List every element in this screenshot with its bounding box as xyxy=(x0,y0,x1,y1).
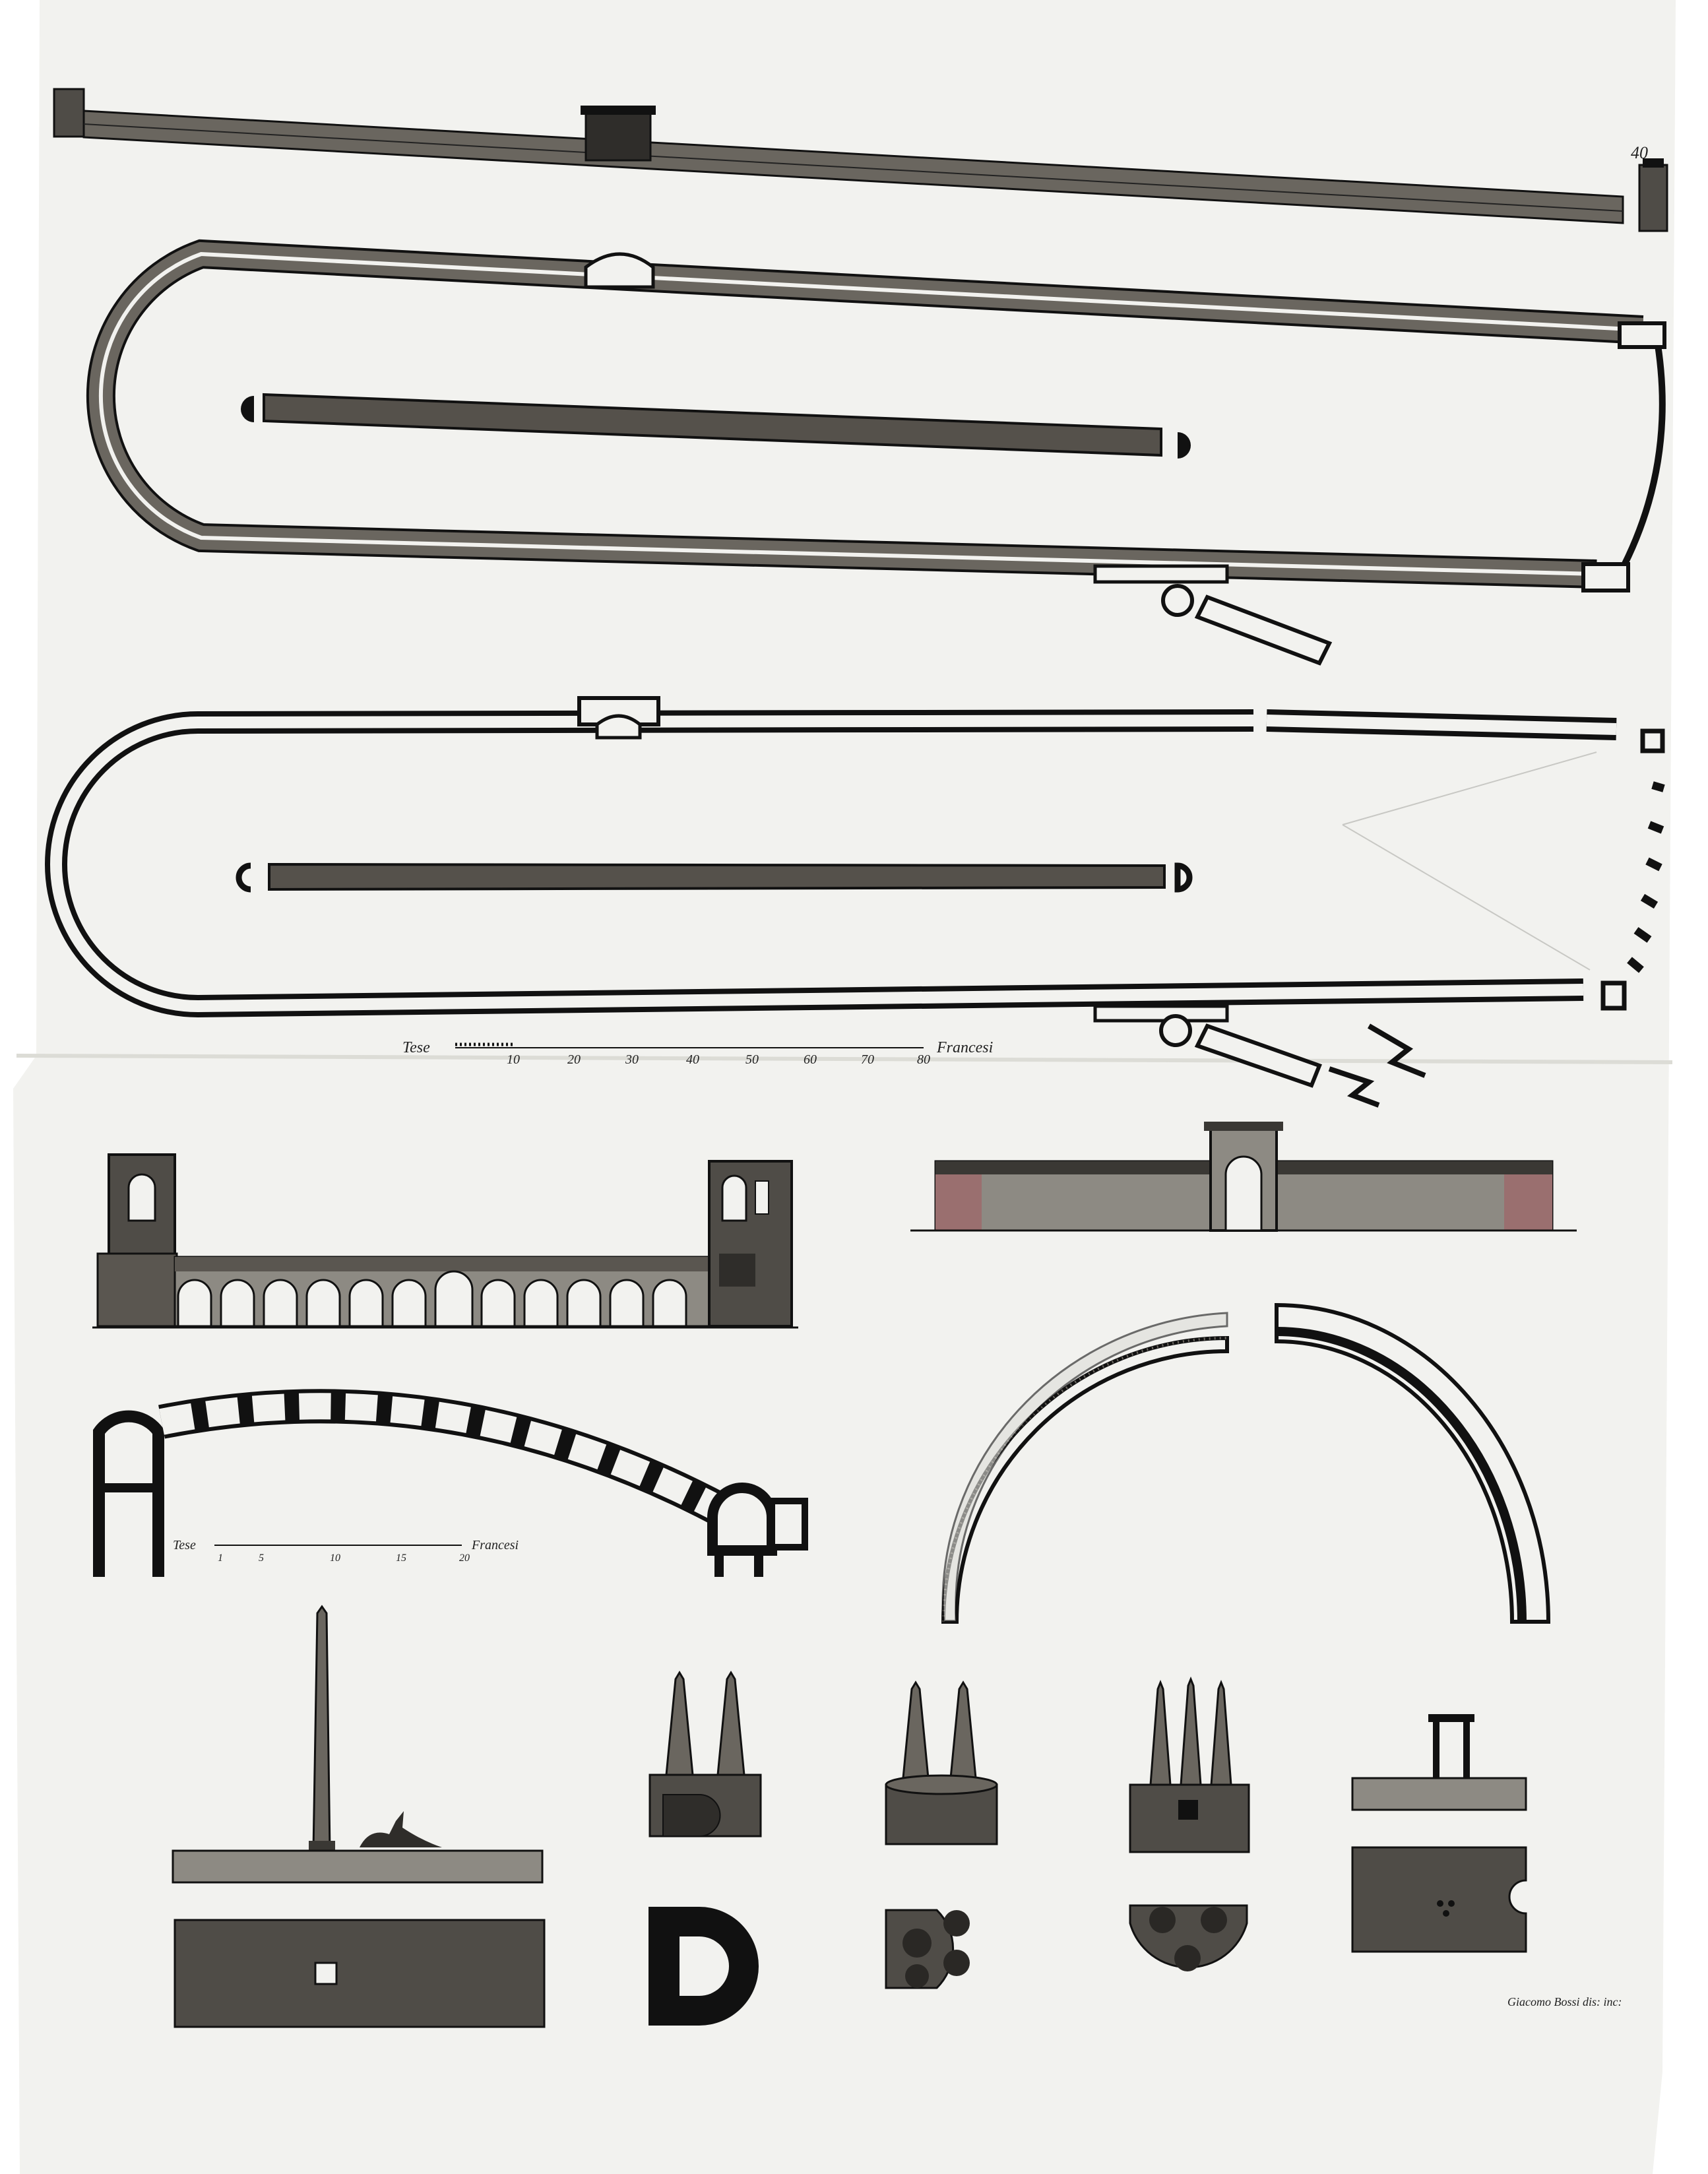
scale-main-tick-80: 80 xyxy=(917,1052,930,1067)
curved-end-plan xyxy=(941,1302,1551,1624)
scale-secondary-right-label: Francesi xyxy=(471,1538,519,1552)
gate-pier xyxy=(1351,1714,1527,1953)
scale-secondary-tick-5: 5 xyxy=(259,1552,264,1564)
scale-main-tick-70: 70 xyxy=(861,1052,874,1067)
meta-disc-two xyxy=(885,1680,998,1989)
scale-secondary-tick-20: 20 xyxy=(459,1552,470,1564)
scale-main-left-label: Tese xyxy=(402,1039,430,1056)
scale-bar-main: Tese 10 20 30 40 50 60 70 80 Francesi xyxy=(402,1039,993,1067)
scale-bar-secondary: Tese 1 5 10 15 20 Francesi xyxy=(173,1538,519,1564)
scale-main-tick-40: 40 xyxy=(686,1052,699,1067)
scale-main-tick-20: 20 xyxy=(567,1052,581,1067)
circus-plan-outline xyxy=(45,696,1665,1108)
scale-main-tick-60: 60 xyxy=(804,1052,817,1067)
meta-two-cones xyxy=(648,1671,762,2026)
scale-main-tick-30: 30 xyxy=(625,1052,639,1067)
gate-section xyxy=(910,1122,1577,1232)
engraver-credit: Giacomo Bossi dis: inc: xyxy=(1507,1995,1622,2008)
scale-main-tick-50: 50 xyxy=(745,1052,759,1067)
carceres-elevation xyxy=(92,1153,798,1329)
scale-secondary-tick-10: 10 xyxy=(330,1552,340,1564)
circus-plan-shaded xyxy=(86,239,1666,666)
scale-main-tick-10: 10 xyxy=(507,1052,520,1067)
scale-secondary-tick-15: 15 xyxy=(396,1552,406,1564)
meta-three-cones xyxy=(1129,1676,1250,1971)
circus-wall-elevation xyxy=(53,88,1668,232)
scale-secondary-left-label: Tese xyxy=(173,1538,196,1552)
carceres-plan xyxy=(93,1389,808,1577)
scale-secondary-tick-1: 1 xyxy=(218,1552,223,1564)
obelisk-spina xyxy=(172,1605,546,2028)
scale-main-right-label: Francesi xyxy=(936,1039,993,1056)
